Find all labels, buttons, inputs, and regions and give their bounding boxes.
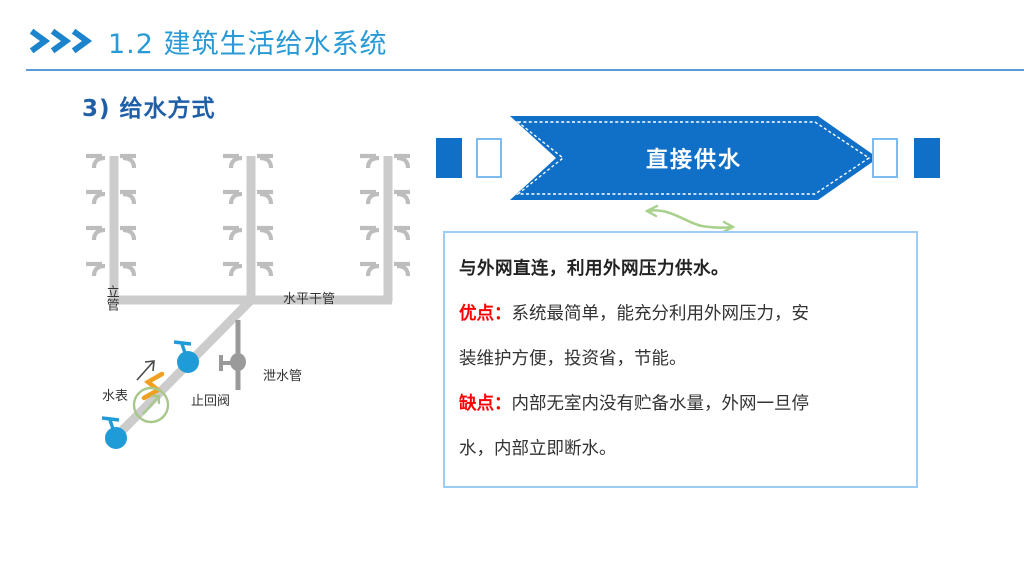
- section-subtitle: 3) 给水方式: [82, 96, 216, 122]
- textbox-line-advantages: 优点：系统最简单，能充分利用外网压力，安: [459, 292, 902, 337]
- check-valve-symbol: [136, 360, 165, 401]
- banner-group: 直接供水: [432, 116, 952, 200]
- banner-square-outlined-right: [872, 138, 898, 178]
- disadvantage-text: 内部无室内没有贮备水量，外网一旦停: [511, 394, 810, 414]
- pipe-network: [109, 156, 393, 305]
- label-horizontal-main: 水平干管: [283, 292, 336, 307]
- chevron-banner-shape: [510, 116, 878, 200]
- textbox-line-disadvantages-cont: 水，内部立即断水。: [459, 439, 617, 459]
- textbox-line-heading: 与外网直连，利用外网压力供水。: [459, 259, 729, 279]
- gate-valve-lower-symbol: [101, 416, 127, 449]
- triple-chevron-right-icon: [29, 28, 102, 54]
- schematic-svg: [78, 140, 428, 449]
- description-textbox: 与外网直连，利用外网压力供水。 优点：系统最简单，能充分利用外网压力，安 装维护…: [443, 231, 918, 488]
- header-divider: [26, 69, 1024, 71]
- gate-valve-upper-symbol: [173, 340, 199, 373]
- banner-square-filled-right: [914, 138, 940, 178]
- banner-square-filled-left: [436, 138, 462, 178]
- textbox-line-disadvantages: 缺点：内部无室内没有贮备水量，外网一旦停: [459, 382, 902, 427]
- green-double-arrow-icon: [636, 203, 740, 235]
- label-drain-pipe: 泄水管: [263, 369, 303, 384]
- advantage-tag: 优点：: [459, 304, 512, 324]
- page-title: 1.2 建筑生活给水系统: [108, 29, 388, 60]
- banner-square-outlined-left: [476, 138, 502, 178]
- textbox-line-advantages-cont: 装维护方便，投资省，节能。: [459, 349, 687, 369]
- direct-water-supply-schematic: 立管 水平干管 泄水管 水表 止回阀: [78, 140, 428, 480]
- water-meter-symbol: [132, 386, 170, 424]
- label-check-valve: 止回阀: [191, 394, 231, 409]
- label-riser: 立管: [103, 285, 119, 311]
- label-water-meter: 水表: [102, 389, 129, 404]
- disadvantage-tag: 缺点：: [459, 394, 512, 414]
- slide-header: 1.2 建筑生活给水系统: [0, 0, 1024, 75]
- service-pipe: [104, 296, 255, 449]
- drain-pipe-symbol: [219, 320, 246, 390]
- advantage-text: 系统最简单，能充分利用外网压力，安: [511, 304, 810, 324]
